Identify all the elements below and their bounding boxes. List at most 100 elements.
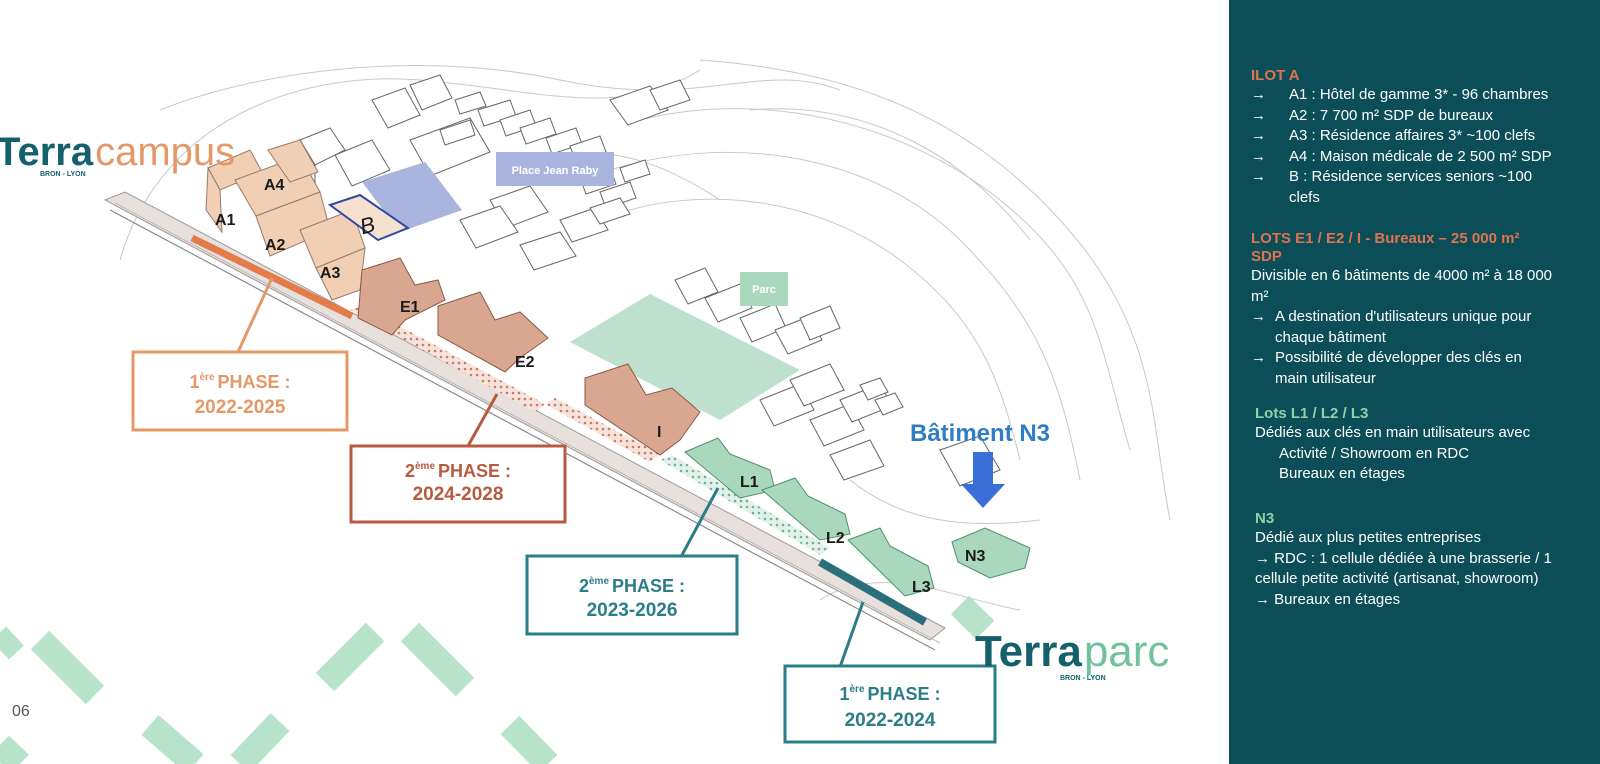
decorative-chevrons [0,595,995,764]
lots-l-section: Lots L1 / L2 / L3 Dédiés aux clés en mai… [1255,405,1600,485]
lots-l-title: Lots L1 / L2 / L3 [1255,405,1369,422]
road [103,191,946,651]
lot-b-building [327,193,411,242]
phase-4-number: 1 [839,684,849,704]
lots-l-line: Dédiés aux clés en main utilisateurs ave… [1255,424,1531,441]
terracampus-logo-word1: Terra [0,130,94,174]
phase-1-label: PHASE : [218,372,291,392]
lots-e-item-cont: chaque bâtiment [1275,328,1386,346]
phase-3-label: PHASE : [612,576,685,596]
ilot-a-item: →A4 : Maison médicale de 2 500 m² SDP [1251,147,1596,168]
lots-l-line: Activité / Showroom en RDC [1279,444,1470,462]
lot-label-b: B [357,211,378,239]
ilot-a-title: ILOT A [1251,67,1300,84]
batiment-n3-label: Bâtiment N3 [910,420,1050,447]
lots-e-item: →Possibilité de développer des clés en [1251,348,1596,369]
ilot-a-item: →A3 : Résidence affaires 3* ~100 clefs [1251,126,1596,147]
phase-2-sup: ème [415,461,435,472]
arrow-icon: → [1251,147,1266,165]
lots-e-item: →A destination d'utilisateurs unique pou… [1251,307,1596,328]
n3-line: cellule petite activité (artisanat, show… [1255,570,1539,587]
lot-label-e1: E1 [400,299,420,316]
arrow-icon: → [1251,349,1266,366]
n3-line: Dédié aux plus petites entreprises [1255,529,1481,546]
info-panel: ILOT A →A1 : Hôtel de gamme 3* - 96 cham… [1229,0,1600,764]
phase-3-sup: ème [589,576,609,587]
activite-buildings [684,437,1031,597]
ilot-a-item: →A2 : 7 700 m² SDP de bureaux [1251,106,1596,127]
phase-box-4: 1ère PHASE : 2022-2024 [783,664,997,744]
lot-label-e2: E2 [515,354,535,371]
ilot-a-item-cont: clefs [1289,188,1320,206]
n3-pointer-arrow [961,452,1005,508]
phase-2-years: 2024-2028 [413,484,504,505]
page-number: 06 [12,703,30,720]
terraparc-logo: Terraparc BRON - LYON [975,627,1169,682]
parc-box [740,272,788,306]
phase-3-number: 2 [579,576,589,596]
phase-connectors [236,277,865,668]
arrow-icon: → [1251,86,1266,103]
lot-label-a2: A2 [265,237,286,254]
n3-line: → RDC : 1 cellule dédiée à une brasserie… [1255,549,1552,567]
phase-4-label: PHASE : [868,684,941,704]
ilot-a-item: →A1 : Hôtel de gamme 3* - 96 chambres [1251,85,1596,106]
lot-label-l1: L1 [740,474,759,491]
lot-label-i: I [657,424,661,441]
phase-1-years: 2022-2025 [195,397,286,418]
lots-e-line-1: Divisible en 6 bâtiments de 4000 m² à 18… [1251,267,1553,284]
terrain-contours [119,59,1171,611]
terraparc-logo-word1: Terra [975,627,1082,676]
place-jean-raby-box [496,152,614,186]
parc-label: Parc [752,284,776,296]
place-jean-raby-label: Place Jean Raby [512,165,600,177]
terracampus-logo-word2: campus [95,130,235,174]
lot-label-l3: L3 [912,579,931,596]
lot-label-l2: L2 [826,530,845,547]
lot-label-n3: N3 [965,548,986,565]
phase-4-sup: ère [849,684,864,695]
lots-l-line: Bureaux en étages [1279,465,1405,482]
svg-text:Terraparc: Terraparc [975,627,1169,676]
lots-e-line-2: m² [1251,287,1269,305]
phase-1-number: 1 [189,372,199,392]
terraparc-logo-word2: parc [1084,627,1170,676]
site-plan-map: Place Jean Raby Parc A4 A1 A2 A3 B E1 E2… [0,59,1171,764]
ilot-a-section: ILOT A →A1 : Hôtel de gamme 3* - 96 cham… [1251,67,1596,208]
arrow-icon: → [1251,127,1266,144]
lots-e-title-2: SDP [1251,248,1282,265]
phase-4-years: 2022-2024 [845,710,936,731]
ilot-a-item: →B : Résidence services seniors ~100 [1251,167,1596,188]
lots-e-title-1: LOTS E1 / E2 / I - Bureaux – 25 000 m² [1251,230,1520,247]
lot-label-a1: A1 [215,212,236,229]
svg-text:Terracampus: Terracampus [0,130,235,174]
phase-3-years: 2023-2026 [587,600,678,621]
ilot-a-buildings [205,139,366,301]
phase-box-1: 1ère PHASE : 2022-2025 [131,350,349,432]
phase-1-sup: ère [199,372,214,383]
lot-label-a3: A3 [320,265,341,282]
n3-line: → Bureaux en étages [1255,590,1401,608]
parc-area [570,294,800,420]
bureaux-buildings [357,257,701,456]
phase-strips [190,234,927,626]
phase-2-number: 2 [405,461,415,481]
terracampus-logo: Terracampus BRON - LYON [0,130,235,178]
lots-e-section: LOTS E1 / E2 / I - Bureaux – 25 000 m² S… [1251,230,1596,389]
phase-2-label: PHASE : [438,461,511,481]
terraparc-logo-sub: BRON - LYON [1060,675,1106,682]
terracampus-logo-sub: BRON - LYON [40,171,86,178]
lots-e-item-cont: main utilisateur [1275,369,1376,387]
arrow-icon: → [1251,168,1266,185]
n3-section: N3 Dédié aux plus petites entreprises → … [1255,510,1600,610]
arrow-icon: → [1251,106,1266,124]
lot-label-a4: A4 [264,177,285,194]
arrow-icon: → [1251,308,1266,325]
n3-title: N3 [1255,510,1275,527]
